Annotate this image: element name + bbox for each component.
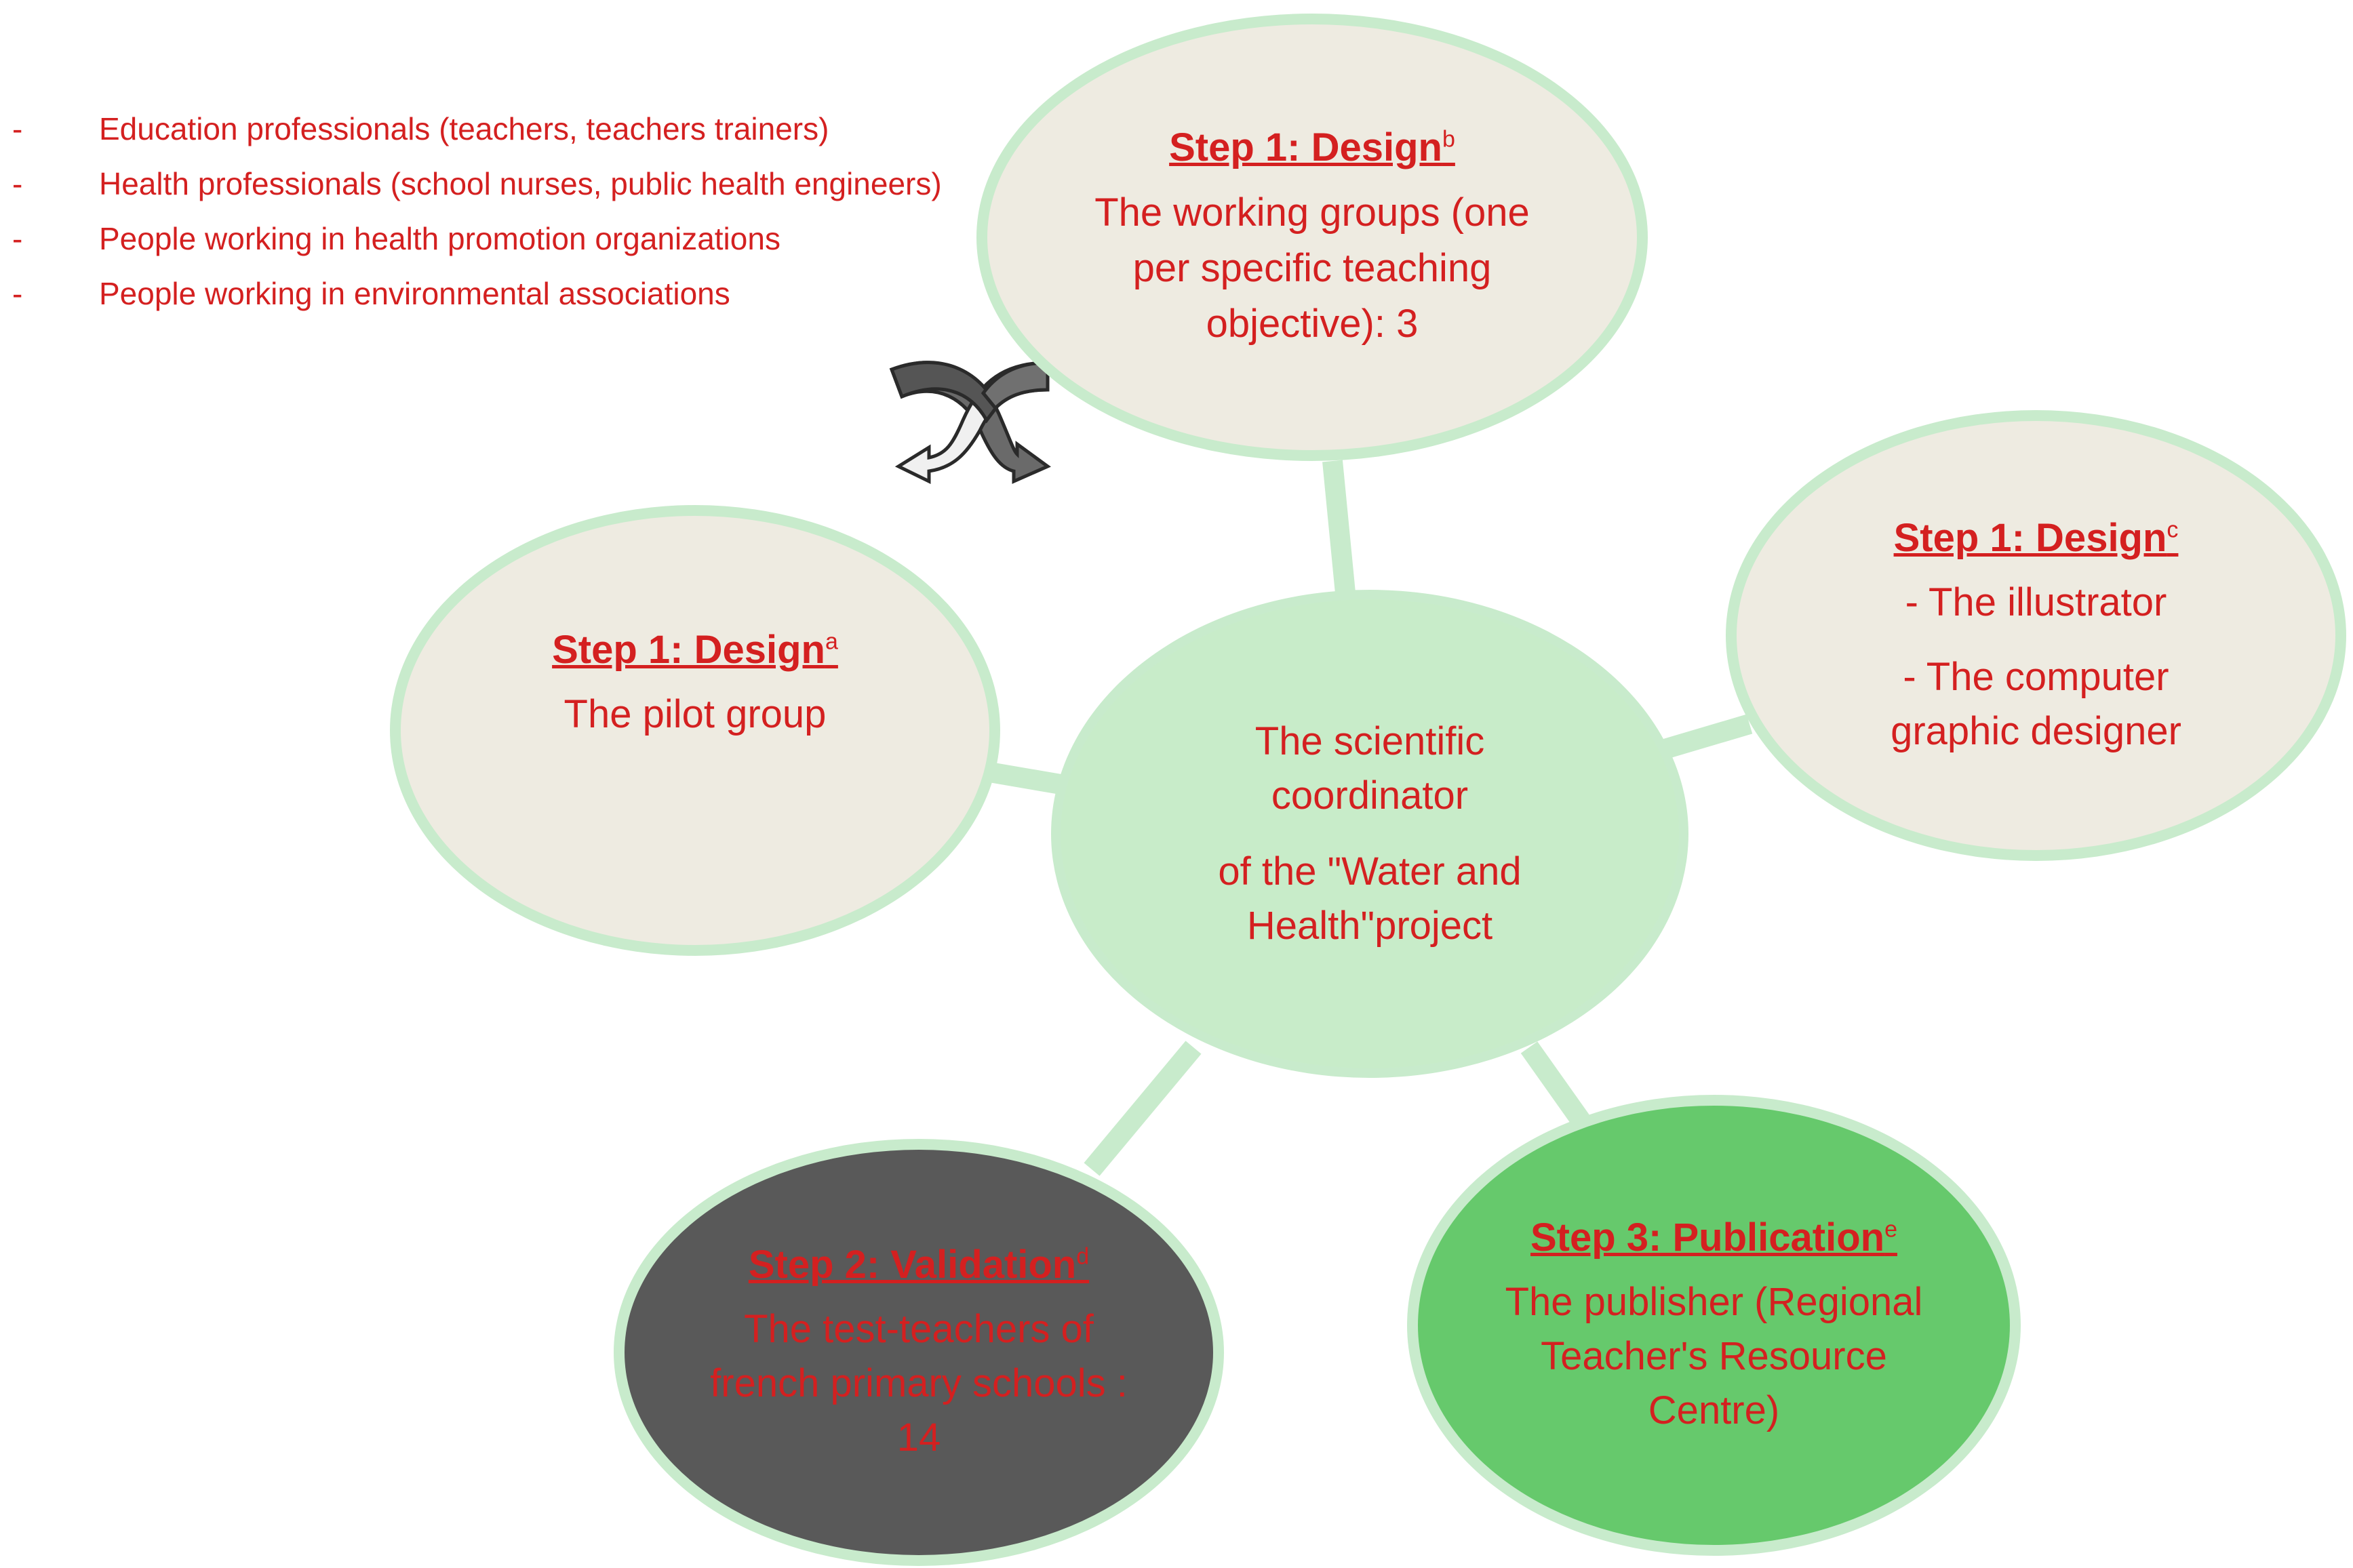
node-title: Step 1: Designc xyxy=(1893,515,2179,560)
participant-text: Health professionals (school nurses, pub… xyxy=(99,166,942,201)
connector-center-a xyxy=(991,763,1067,795)
participant-item: - Education professionals (teachers, teac… xyxy=(0,102,963,157)
node-line: The scientific coordinator xyxy=(1254,719,1485,818)
step2-validation-node: Step 2: Validationd The test-teachers of… xyxy=(614,1139,1224,1566)
node-title: Step 2: Validationd xyxy=(748,1243,1090,1287)
bullet-marker: - xyxy=(12,221,23,256)
participant-text: Education professionals (teachers, teach… xyxy=(99,111,829,146)
participant-list: - Education professionals (teachers, teac… xyxy=(0,102,963,321)
node-body: - The illustrator - The computer graphic… xyxy=(1846,576,2226,759)
node-body: The pilot group xyxy=(563,691,827,736)
step1-pilot-group-node: Step 1: Designa The pilot group xyxy=(390,505,1000,956)
node-line: - The computer graphic designer xyxy=(1891,654,2181,753)
connector-center-b xyxy=(1322,460,1356,601)
crossed-double-arrow-icon xyxy=(889,361,1051,485)
step1-illustrator-node: Step 1: Designc - The illustrator - The … xyxy=(1726,410,2346,861)
participant-item: - People working in health promotion orga… xyxy=(0,212,963,266)
participant-item: - Health professionals (school nurses, pu… xyxy=(0,157,963,212)
node-body: The publisher (Regional Teacher's Resour… xyxy=(1505,1280,1923,1432)
participant-item: - People working in environmental associa… xyxy=(0,266,963,321)
node-body: The test-teachers of french primary scho… xyxy=(710,1307,1128,1460)
bullet-marker: - xyxy=(12,166,23,201)
footnote-marker: d xyxy=(1076,1243,1090,1270)
footnote-marker: c xyxy=(2167,517,2179,543)
bullet-marker: - xyxy=(12,111,23,146)
node-title: Step 1: Designa xyxy=(552,627,838,672)
participant-text: People working in health promotion organ… xyxy=(99,221,780,256)
step1-working-groups-node: Step 1: Designb The working groups (one … xyxy=(976,14,1648,461)
scientific-coordinator-node: The scientific coordinator of the "Water… xyxy=(1051,590,1688,1078)
node-body: The working groups (one per specific tea… xyxy=(1094,190,1530,346)
footnote-marker: e xyxy=(1884,1216,1897,1243)
connector-center-d xyxy=(1084,1041,1202,1176)
node-body: The scientific coordinator of the "Water… xyxy=(1193,715,1546,953)
step3-publication-node: Step 3: Publicatione The publisher (Regi… xyxy=(1407,1095,2021,1556)
node-line: of the "Water and Health"project xyxy=(1218,849,1522,948)
footnote-marker: a xyxy=(825,628,838,655)
participant-text: People working in environmental associat… xyxy=(99,276,730,311)
node-line: - The illustrator xyxy=(1905,580,2167,624)
connector-center-c xyxy=(1661,714,1753,759)
exchange-arrow-top-right xyxy=(981,361,1050,411)
footnote-marker: b xyxy=(1442,126,1455,153)
connector-center-e xyxy=(1520,1041,1596,1135)
node-title: Step 3: Publicatione xyxy=(1530,1215,1897,1260)
bullet-marker: - xyxy=(12,276,23,311)
node-title: Step 1: Designb xyxy=(1169,125,1455,169)
